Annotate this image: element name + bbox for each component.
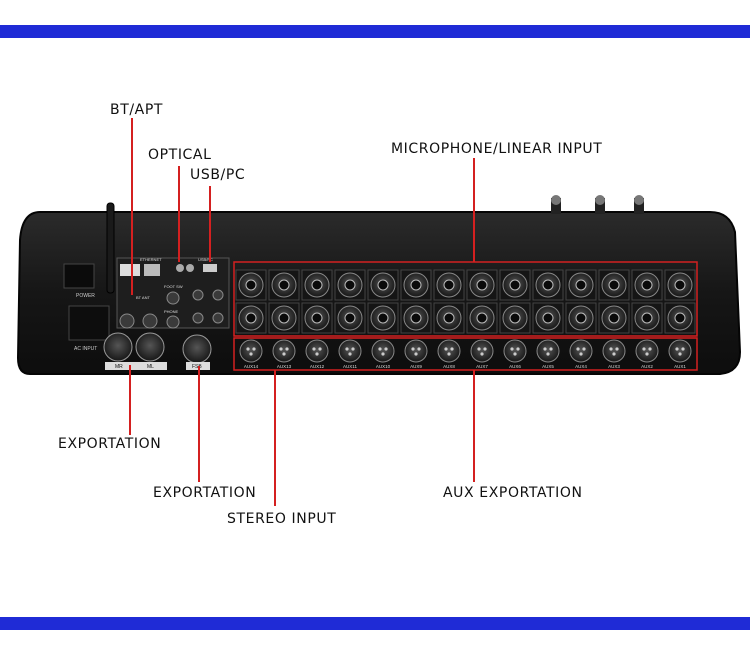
combo-jack <box>268 269 300 301</box>
aux-jack-label: AUX11 <box>343 364 357 369</box>
combo-jack <box>301 269 333 301</box>
label-mic-linear-input: MICROPHONE/LINEAR INPUT <box>391 141 603 157</box>
aux-jack-label: AUX10 <box>376 364 391 369</box>
svg-text:ML: ML <box>147 364 154 370</box>
combo-jack <box>499 269 531 301</box>
aux-xlr-jack: AUX14 <box>239 339 263 369</box>
label-stereo-input: STEREO INPUT <box>227 511 337 527</box>
combo-jack <box>235 302 267 334</box>
leader-stereo <box>274 370 276 506</box>
label-optical: OPTICAL <box>148 147 212 163</box>
aux-xlr-jack: AUX10 <box>371 339 395 369</box>
aux-xlr-jack: AUX13 <box>272 339 296 369</box>
label-exportation-mid: EXPORTATION <box>153 485 257 501</box>
bottom-blue-band <box>0 617 750 630</box>
combo-jack <box>565 269 597 301</box>
leader-mic <box>473 158 475 262</box>
svg-text:MR: MR <box>115 364 123 370</box>
combo-jack <box>631 302 663 334</box>
combo-jack <box>334 269 366 301</box>
combo-jack <box>235 269 267 301</box>
combo-jack-grid <box>235 269 696 334</box>
aux-xlr-jack: AUX11 <box>338 339 362 369</box>
leader-aux <box>473 370 475 482</box>
combo-jack <box>367 269 399 301</box>
combo-jack <box>664 302 696 334</box>
aux-xlr-jack: AUX1 <box>668 339 692 369</box>
combo-jack <box>268 302 300 334</box>
aux-jack-label: AUX9 <box>410 364 422 369</box>
aux-jack-label: AUX6 <box>509 364 521 369</box>
svg-text:FSB: FSB <box>192 364 202 370</box>
top-blue-band <box>0 25 750 38</box>
combo-jack <box>499 302 531 334</box>
combo-jack <box>466 269 498 301</box>
combo-jack <box>334 302 366 334</box>
label-bt-apt: BT/APT <box>110 102 164 118</box>
aux-jack-label: AUX4 <box>575 364 587 369</box>
mic-input-highlight <box>233 261 698 337</box>
aux-xlr-jack: AUX2 <box>635 339 659 369</box>
bt-antenna <box>106 202 115 294</box>
combo-jack <box>466 302 498 334</box>
leader-usb <box>209 186 211 262</box>
combo-jack <box>433 269 465 301</box>
svg-text:BT ANT: BT ANT <box>136 295 150 300</box>
leader-bt <box>131 118 133 295</box>
aux-out-highlight <box>233 337 698 371</box>
aux-jack-label: AUX1 <box>674 364 686 369</box>
svg-text:PHONE: PHONE <box>164 309 179 314</box>
power-label: POWER <box>76 293 95 299</box>
label-usb-pc: USB/PC <box>190 167 246 183</box>
aux-jack-label: AUX8 <box>443 364 455 369</box>
svg-text:FOOT SW: FOOT SW <box>164 284 183 289</box>
aux-jack-label: AUX3 <box>608 364 620 369</box>
combo-jack <box>400 302 432 334</box>
ac-inlet <box>68 305 110 341</box>
aux-xlr-jack: AUX12 <box>305 339 329 369</box>
combo-jack <box>433 302 465 334</box>
aux-jack-row: AUX14 AUX13 AUX12 AUX11 AUX10 AUX9 AUX8 AUX7 AUX… <box>239 339 692 369</box>
combo-jack <box>631 269 663 301</box>
aux-xlr-jack: AUX9 <box>404 339 428 369</box>
leader-exp-mid <box>198 366 200 482</box>
combo-jack <box>598 269 630 301</box>
leader-exp-left <box>129 365 131 435</box>
combo-jack <box>598 302 630 334</box>
ac-input-label: AC INPUT <box>74 346 97 352</box>
aux-xlr-jack: AUX7 <box>470 339 494 369</box>
combo-jack <box>301 302 333 334</box>
label-aux-exportation: AUX EXPORTATION <box>443 485 583 501</box>
combo-jack <box>367 302 399 334</box>
combo-jack <box>664 269 696 301</box>
svg-text:ETHERNET: ETHERNET <box>140 257 162 262</box>
aux-xlr-jack: AUX5 <box>536 339 560 369</box>
aux-jack-label: AUX5 <box>542 364 554 369</box>
combo-jack <box>400 269 432 301</box>
top-knobs <box>551 195 644 214</box>
aux-xlr-jack: AUX4 <box>569 339 593 369</box>
aux-jack-label: AUX2 <box>641 364 653 369</box>
aux-xlr-jack: AUX8 <box>437 339 461 369</box>
leader-optical <box>178 166 180 262</box>
combo-jack <box>565 302 597 334</box>
aux-xlr-jack: AUX6 <box>503 339 527 369</box>
aux-jack-label: AUX7 <box>476 364 488 369</box>
aux-xlr-jack: AUX3 <box>602 339 626 369</box>
combo-jack <box>532 269 564 301</box>
svg-text:USB/PC: USB/PC <box>198 257 213 262</box>
aux-jack-label: AUX13 <box>277 364 292 369</box>
combo-jack <box>532 302 564 334</box>
main-out-xlrs <box>103 332 212 364</box>
label-exportation-left: EXPORTATION <box>58 436 162 452</box>
aux-jack-label: AUX14 <box>244 364 259 369</box>
aux-jack-label: AUX12 <box>310 364 325 369</box>
